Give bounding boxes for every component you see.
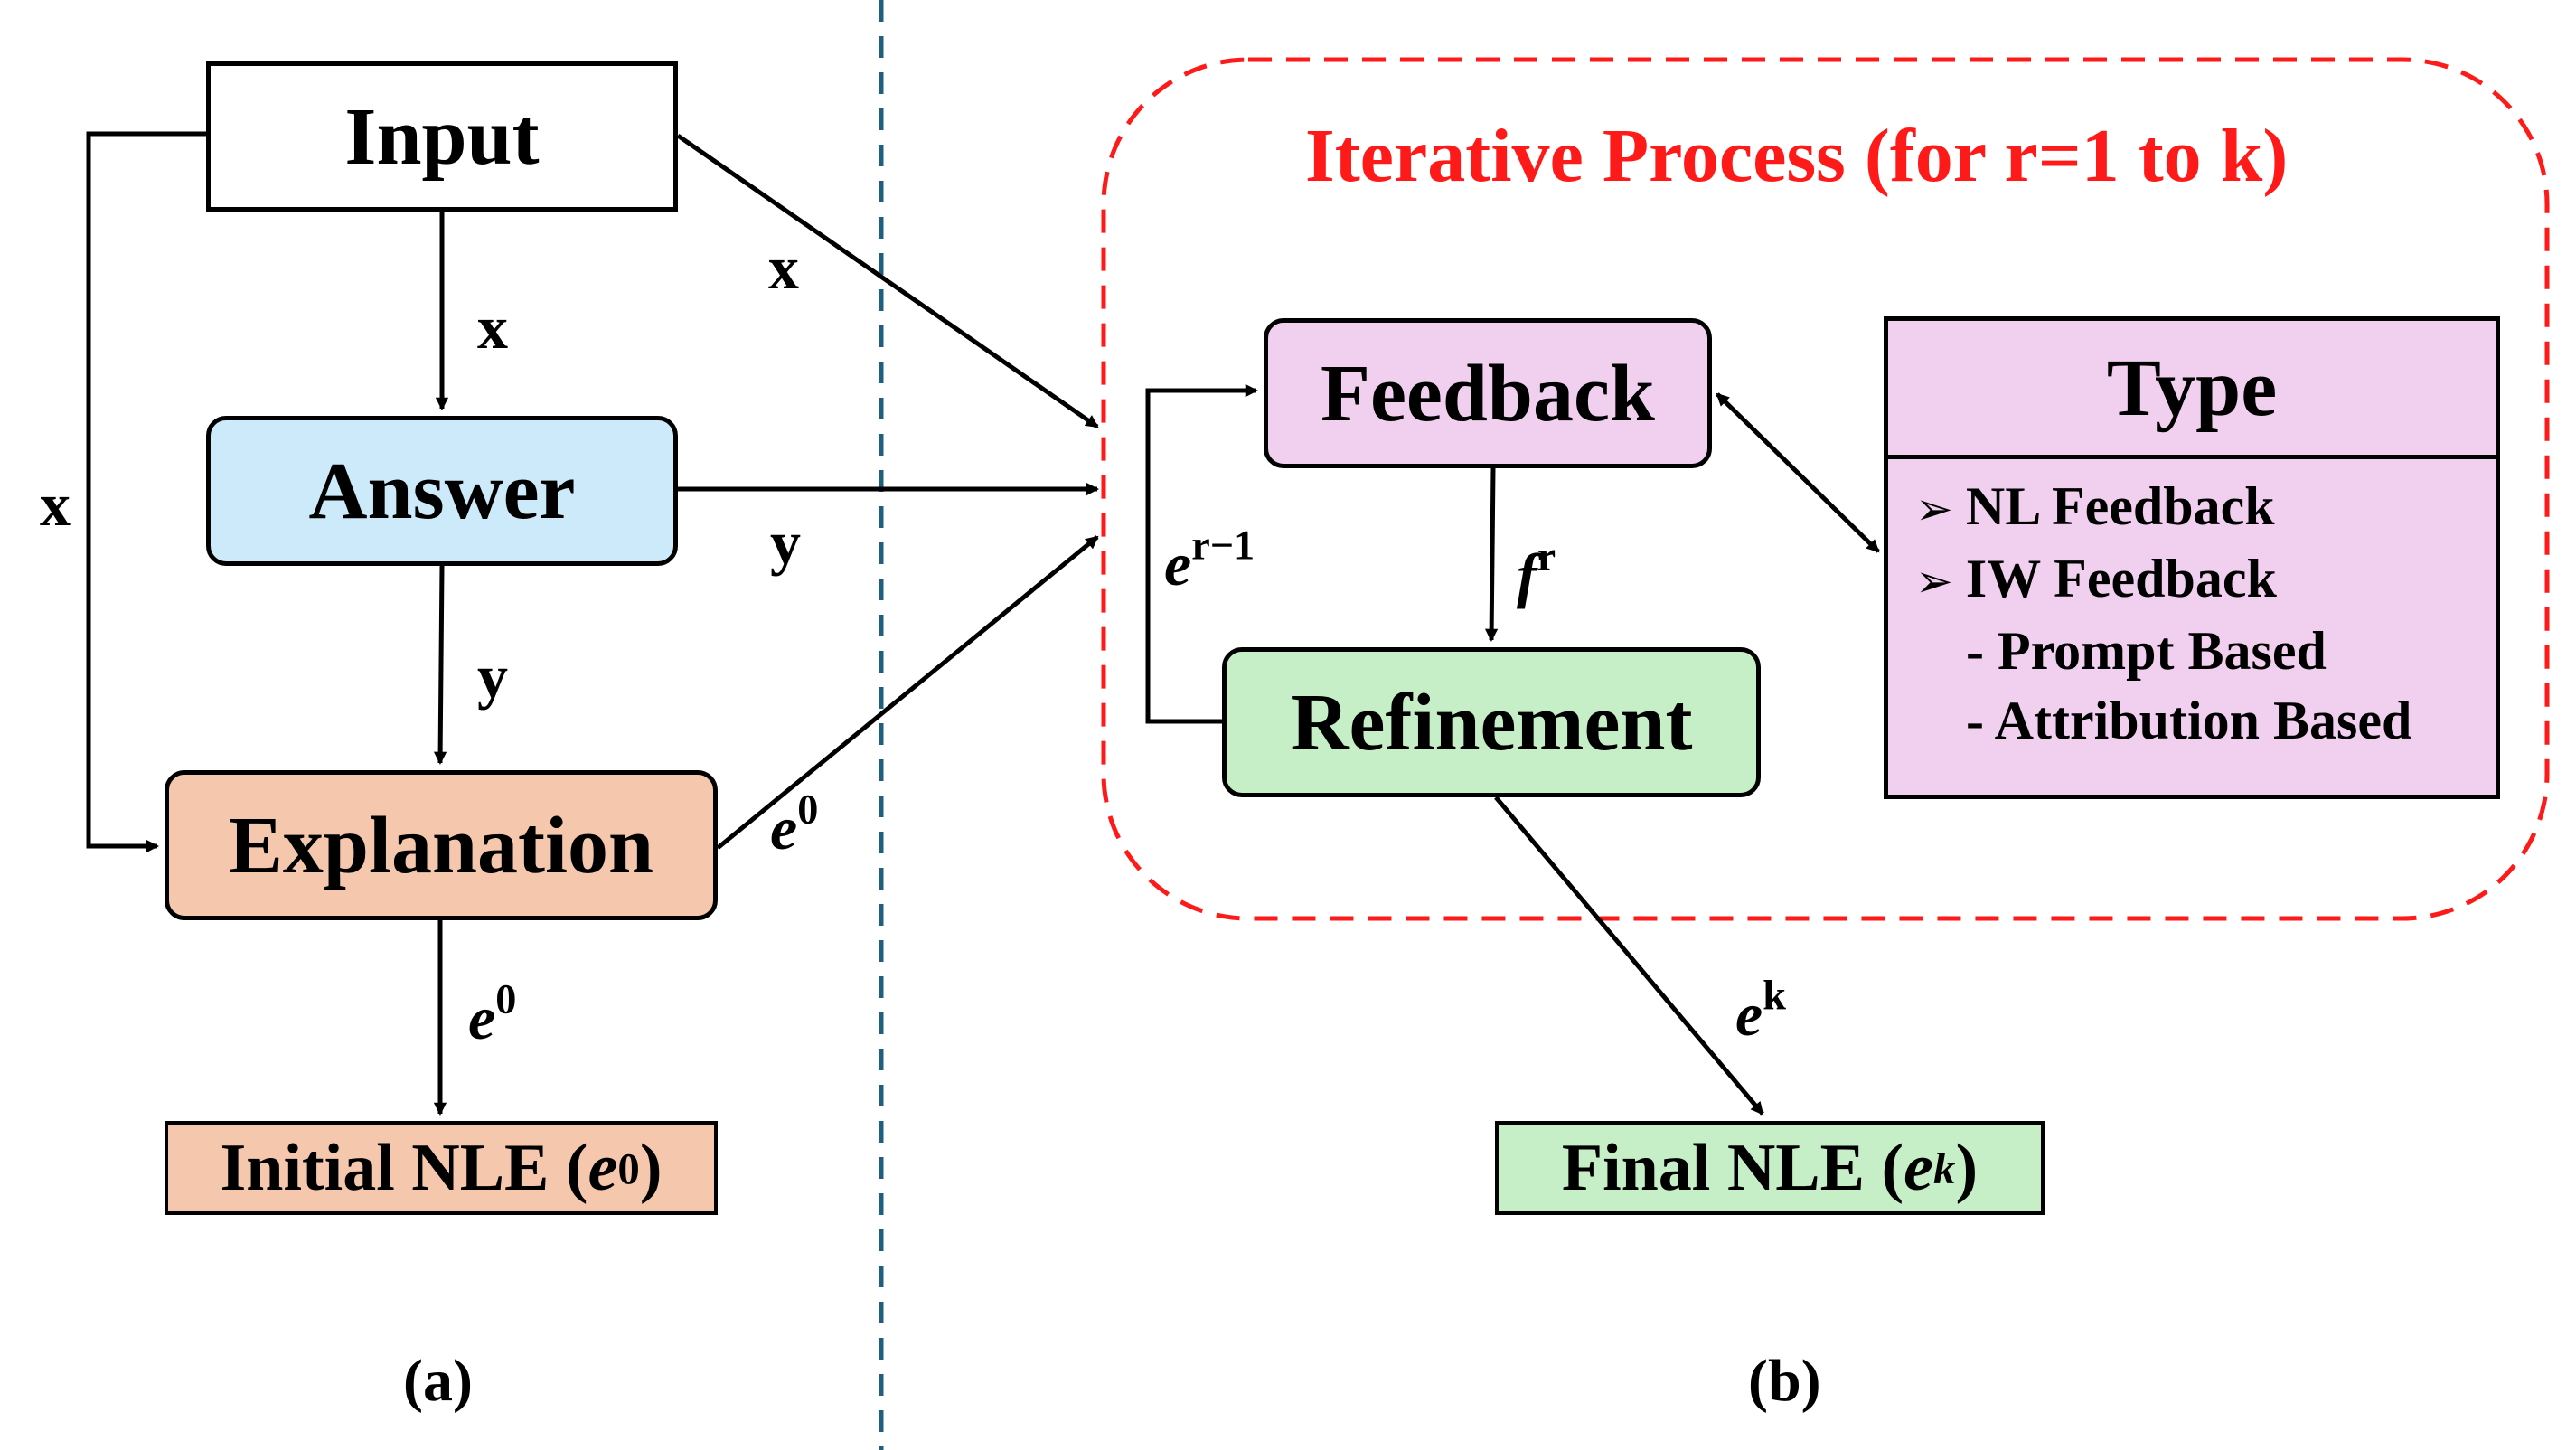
arrow-explanation-to-process — [716, 535, 1099, 850]
type-subitem-attribution: - Attribution Based — [1966, 691, 2412, 750]
refinement-node: Refinement — [1222, 647, 1761, 797]
initial-nle-close: ) — [639, 1130, 663, 1205]
feedback-type-box: Type ➢NL Feedback ➢IW Feedback - Prompt … — [1884, 316, 2500, 799]
arrow-input-to-process — [676, 133, 1099, 429]
final-nle-sup: k — [1933, 1143, 1956, 1193]
final-nle-close: ) — [1955, 1130, 1979, 1205]
edge-label-x-cross: x — [768, 233, 799, 302]
e0-down-sup: 0 — [495, 976, 517, 1023]
arrow-input-side-to-explanation — [86, 131, 206, 853]
type-item-nl: ➢NL Feedback — [1915, 472, 2496, 544]
caption-b: (b) — [1748, 1348, 1821, 1414]
arrow-feedback-to-refinement — [1484, 467, 1499, 643]
prev-explanation-var: e — [1164, 530, 1192, 598]
edge-label-feedback-signal: fr — [1517, 536, 1556, 609]
type-item-nl-label: NL Feedback — [1965, 476, 2275, 536]
explanation-label: Explanation — [228, 800, 654, 890]
feedback-label: Feedback — [1321, 348, 1655, 438]
final-nle-text: Final NLE ( — [1561, 1130, 1904, 1205]
edge-label-e0-down: e0 — [468, 979, 516, 1052]
caption-a: (a) — [403, 1348, 473, 1414]
edge-label-x-side: x — [40, 470, 71, 539]
edge-label-y-cross: y — [770, 508, 801, 577]
initial-nle-var: e — [588, 1130, 618, 1205]
final-nle-var: e — [1904, 1130, 1934, 1205]
type-item-iw-label: IW Feedback — [1965, 549, 2277, 608]
e0-cross-sup: 0 — [797, 786, 819, 833]
type-item-iw: ➢IW Feedback — [1915, 544, 2496, 617]
edge-label-x-down: x — [477, 293, 508, 362]
input-node: Input — [206, 61, 678, 212]
type-header: Type — [1888, 321, 2496, 459]
final-explanation-var: e — [1735, 980, 1763, 1049]
iterative-process-region — [1101, 57, 2550, 921]
initial-nle-sup: 0 — [617, 1143, 640, 1193]
feedback-signal-sup: r — [1537, 533, 1556, 580]
arrow-bullet-icon: ➢ — [1915, 555, 1953, 607]
input-label: Input — [344, 91, 540, 182]
answer-label: Answer — [308, 446, 576, 536]
edge-label-final-explanation: ek — [1735, 975, 1786, 1045]
feedback-signal-var: f — [1517, 541, 1537, 609]
answer-node: Answer — [206, 416, 678, 566]
e0-cross-var: e — [770, 794, 798, 862]
final-explanation-sup: k — [1763, 973, 1786, 1020]
arrow-refinement-to-final-nle — [1494, 796, 1764, 1116]
initial-nle-text: Initial NLE ( — [220, 1130, 588, 1205]
edge-label-prev-explanation: er−1 — [1164, 525, 1255, 598]
e0-down-var: e — [468, 984, 496, 1052]
edge-label-y-down: y — [477, 642, 508, 711]
refinement-label: Refinement — [1290, 677, 1693, 767]
type-list: ➢NL Feedback ➢IW Feedback - Prompt Based… — [1888, 459, 2496, 756]
type-subitem-prompt: - Prompt Based — [1966, 621, 2327, 681]
feedback-node: Feedback — [1264, 318, 1712, 468]
edge-label-e0-cross: e0 — [770, 789, 818, 862]
arrow-feedback-type-bidirectional — [1716, 392, 1880, 553]
explanation-node: Explanation — [165, 770, 718, 920]
arrow-answer-to-explanation — [433, 565, 447, 766]
arrow-refinement-loop-to-feedback — [1145, 383, 1259, 724]
arrow-bullet-icon: ➢ — [1915, 483, 1953, 535]
prev-explanation-sup: r−1 — [1191, 523, 1255, 570]
iterative-process-title: Iterative Process (for r=1 to k) — [1305, 114, 2289, 198]
